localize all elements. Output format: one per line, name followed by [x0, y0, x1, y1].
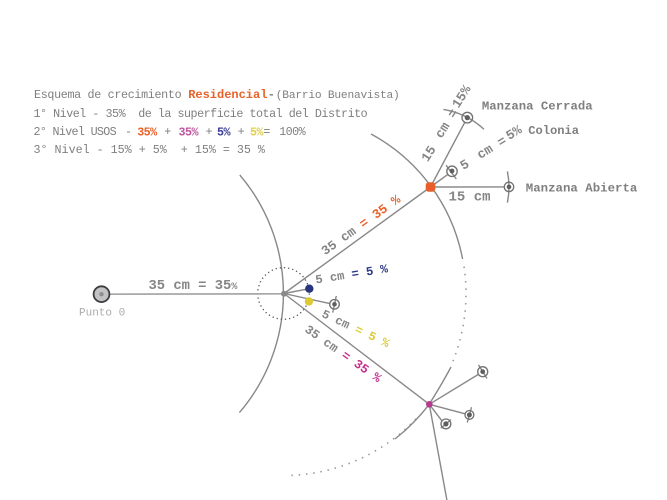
svg-text:-: -: [268, 88, 275, 102]
svg-text:Manzana Cerrada: Manzana Cerrada: [482, 100, 593, 114]
svg-text:+: +: [206, 125, 213, 139]
svg-text:15: 15: [418, 143, 439, 164]
svg-text:5%: 5%: [217, 125, 231, 139]
svg-text:Esquema de crecimiento: Esquema de crecimiento: [34, 88, 182, 102]
svg-text:Colonia: Colonia: [528, 124, 579, 138]
svg-text:3° Nivel - 15% + 5% + 15% = 3: 3° Nivel - 15% + 5% + 15% = 35 %: [34, 143, 266, 157]
svg-text:5%: 5%: [503, 122, 524, 143]
svg-text:Punto 0: Punto 0: [79, 308, 125, 320]
svg-text:+: +: [238, 125, 245, 139]
svg-text:35%: 35%: [137, 125, 158, 139]
svg-text:5%: 5%: [250, 125, 264, 139]
svg-text:35 cm = 35%: 35 cm = 35%: [149, 279, 239, 294]
svg-text:100%: 100%: [279, 125, 306, 139]
svg-text:=: =: [263, 125, 270, 139]
svg-text:35%: 35%: [179, 125, 200, 139]
svg-text:Residencial: Residencial: [188, 88, 267, 102]
svg-text:2° Nivel USOS: 2° Nivel USOS: [34, 125, 117, 139]
svg-text:1° Nivel - 35% de la superfic: 1° Nivel - 35% de la superficie total de…: [34, 107, 368, 121]
svg-text:15 cm: 15 cm: [449, 190, 491, 206]
svg-text:Manzana Abierta: Manzana Abierta: [526, 182, 638, 196]
svg-text:(Barrio Buenavista): (Barrio Buenavista): [276, 90, 400, 102]
svg-text:+: +: [164, 125, 171, 139]
svg-text:-: -: [125, 125, 132, 139]
